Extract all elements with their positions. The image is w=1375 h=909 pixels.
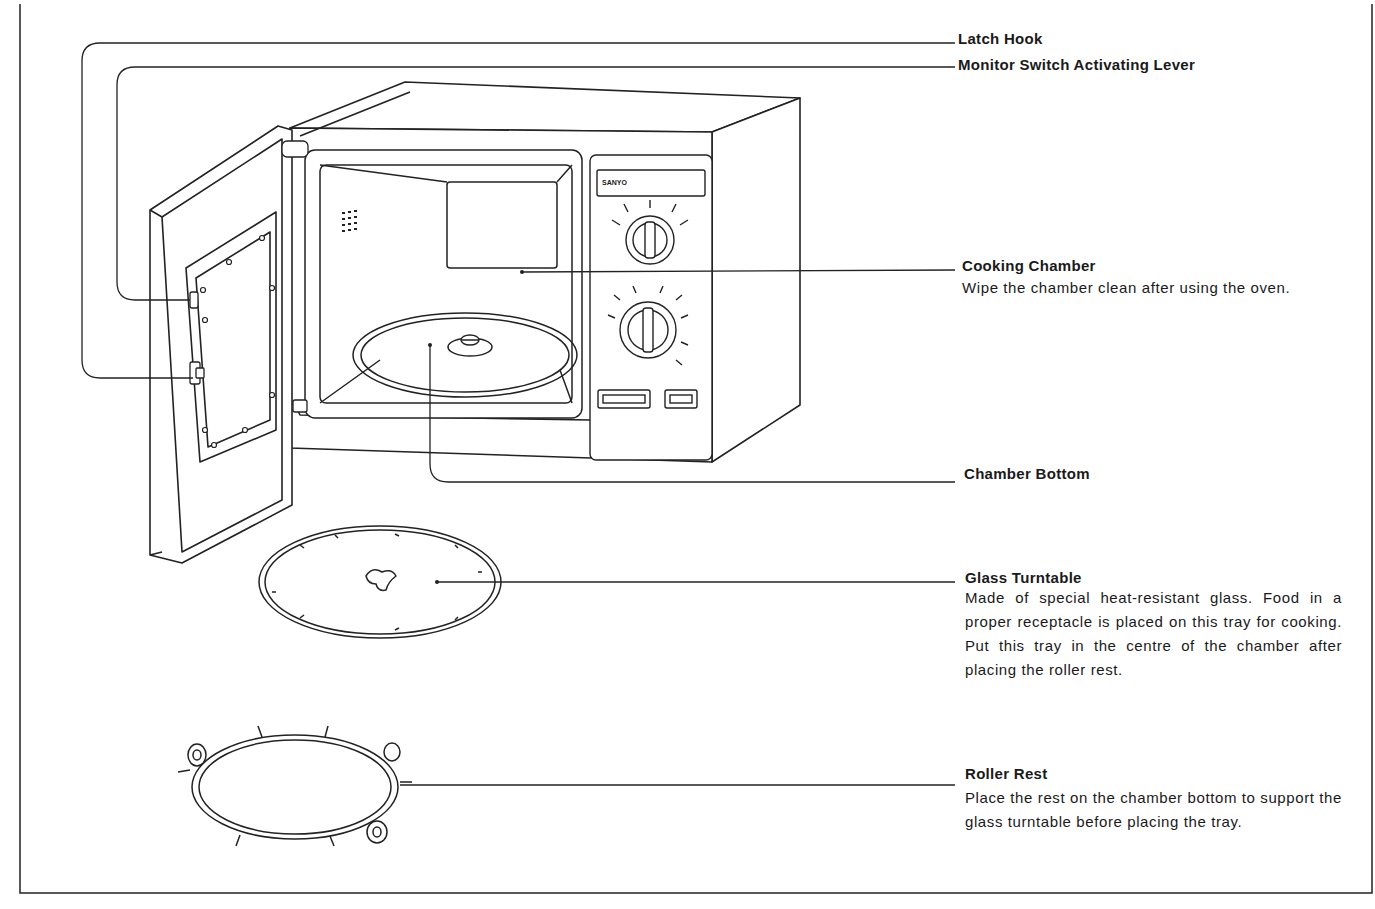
control-panel: [597, 170, 705, 196]
cooking-chamber: [353, 313, 577, 397]
door-screws: [270, 286, 275, 291]
leader-line: [82, 43, 955, 378]
cooking-chamber: [305, 150, 582, 418]
roller-rest: [199, 740, 391, 834]
cooking-chamber: [461, 335, 479, 345]
roller-rest: [373, 827, 381, 837]
door-screws: [270, 393, 275, 398]
oven-cabinet: [300, 92, 410, 136]
part-note: Wipe the chamber clean after using the o…: [962, 276, 1340, 300]
wall-vents: [348, 223, 351, 225]
oven-door: [162, 139, 282, 552]
leader-dot: [520, 270, 524, 274]
cooking-chamber: [447, 182, 557, 268]
control-panel: [598, 390, 650, 408]
control-panel: [645, 222, 655, 258]
door-screws: [227, 260, 232, 265]
roller-rest: [384, 743, 400, 761]
roller-rest: [367, 821, 387, 843]
cooking-chamber: [448, 338, 492, 356]
leader-line: [400, 784, 955, 785]
wall-vents: [342, 230, 345, 232]
latch-hook: [190, 362, 204, 384]
brand-logo: SANYO: [602, 179, 627, 187]
cooking-chamber: [305, 150, 582, 418]
leader-line: [430, 345, 955, 482]
control-panel: [590, 155, 712, 460]
roller-rest: [178, 726, 412, 846]
page-frame: [20, 4, 1372, 893]
oven-cabinet: [290, 82, 800, 132]
control-panel: [643, 308, 653, 352]
leader-line: [117, 67, 955, 300]
glass-turntable: [366, 570, 396, 591]
switch-lever: [293, 400, 307, 412]
oven-door: [196, 232, 270, 447]
door-screws: [203, 428, 208, 433]
switch-lever: [282, 141, 308, 157]
control-panel: [633, 223, 667, 257]
door-screws: [201, 288, 206, 293]
roller-rest: [193, 750, 201, 760]
wall-vents: [342, 210, 357, 232]
part-name: Glass Turntable: [965, 569, 1082, 587]
oven-door: [150, 210, 162, 555]
control-panel: [590, 155, 712, 460]
wall-vents: [348, 217, 351, 219]
part-name: Monitor Switch Activating Lever: [958, 56, 1195, 74]
wall-vents: [348, 229, 351, 231]
leader-line: [437, 581, 955, 582]
door-screws: [260, 236, 265, 241]
roller-rest: [192, 735, 398, 839]
part-note: Made of special heat-resistant glass. Fo…: [965, 586, 1342, 682]
oven-door: [186, 212, 276, 462]
oven-cabinet: [712, 98, 800, 462]
door-screws: [201, 236, 275, 448]
leader-line: [82, 43, 955, 785]
wall-vents: [354, 228, 357, 230]
door-screws: [212, 443, 217, 448]
wall-vents: [342, 218, 345, 220]
cooking-chamber: [462, 339, 478, 341]
cooking-chamber: [361, 318, 569, 392]
control-panel: [665, 390, 697, 408]
leader-line: [522, 270, 955, 272]
roller-rest: [188, 744, 206, 766]
switch-lever: [190, 292, 198, 308]
wall-vents: [354, 210, 357, 212]
control-panel: [608, 286, 688, 365]
leader-dot: [428, 270, 524, 584]
control-panel: [670, 395, 692, 403]
wall-vents: [348, 211, 351, 213]
part-name: Chamber Bottom: [964, 465, 1090, 483]
oven-cabinet: [290, 128, 712, 462]
part-name: Cooking Chamber: [962, 257, 1096, 275]
leader-dot: [428, 343, 432, 347]
roller-rest: [178, 726, 412, 846]
page-frame: [20, 4, 1372, 893]
part-note: Place the rest on the chamber bottom to …: [965, 786, 1342, 834]
oven-door: [150, 126, 292, 563]
control-panel: [620, 302, 676, 358]
part-name: Latch Hook: [958, 30, 1043, 48]
oven-door: [150, 126, 292, 563]
control-panel: [612, 200, 688, 225]
latch-hook: [196, 368, 204, 378]
wall-vents: [342, 212, 345, 214]
wall-vents: [342, 224, 345, 226]
door-screws: [203, 318, 208, 323]
wall-vents: [354, 216, 357, 218]
control-panel: [626, 216, 674, 264]
part-name: Roller Rest: [965, 765, 1048, 783]
control-panel: [603, 395, 645, 403]
leader-dot: [435, 580, 439, 584]
wall-vents: [354, 222, 357, 224]
switch-lever: [190, 141, 308, 412]
door-screws: [243, 428, 248, 433]
